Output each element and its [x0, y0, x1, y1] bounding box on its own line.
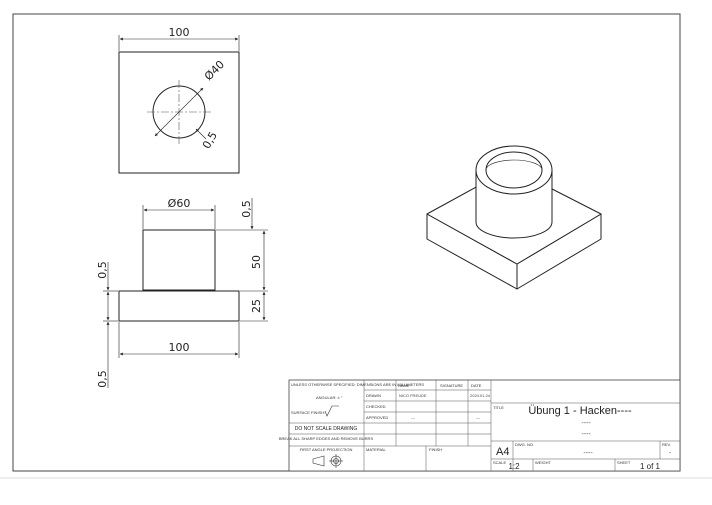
size-value: A4: [496, 446, 509, 458]
title-block: UNLESS OTHERWISE SPECIFIED: DIMENSIONS A…: [279, 379, 681, 472]
cyl-height-label: 50: [250, 255, 263, 269]
rev-value: -: [669, 450, 672, 457]
angular-note: ANGULAR: ± °: [316, 395, 343, 400]
col-signature-header: SIGNATURE: [440, 383, 463, 388]
material-label: MATERIAL: [366, 447, 386, 452]
cyl-diameter-label: Ø60: [168, 197, 191, 210]
front-view-square: [118, 51, 240, 174]
drawn-date-value: 2024.01.24: [470, 393, 491, 398]
rev-label: REV.: [662, 442, 671, 447]
side-base: [118, 290, 240, 322]
row-checked-label: CHECKED: [366, 404, 386, 409]
front-width-label: 100: [169, 26, 190, 39]
row-approved-label: APPROVED: [366, 415, 388, 420]
hole-offset-label: 0,5: [200, 129, 220, 151]
title-line-2: ----: [581, 420, 591, 427]
left-offset-label: 0,5: [96, 261, 109, 279]
iso-bore-inner: [485, 159, 543, 171]
sheet-value: 1 of 1: [640, 462, 661, 471]
scale-value: 1:2: [508, 462, 520, 471]
title-line-3: ----: [581, 431, 591, 438]
sheet-label: SHEET: [617, 460, 631, 465]
title-value: Übung 1 - Hacken----: [528, 405, 632, 417]
top-offset-label: 0,5: [240, 200, 253, 218]
hole-diameter-leader: [154, 87, 204, 137]
weight-label: WEIGHT: [535, 460, 552, 465]
tolerance-note: UNLESS OTHERWISE SPECIFIED: DIMENSIONS A…: [291, 382, 424, 387]
front-view: 100 Ø40 0,5: [118, 26, 240, 174]
approved-name-value: ---: [411, 415, 416, 420]
col-date-header: DATE: [471, 383, 482, 388]
break-edges-note: BREAK ALL SHARP EDGES AND REMOVE BURRS: [279, 436, 374, 441]
do-not-scale-label: DO NOT SCALE DRAWING: [295, 426, 358, 432]
finish-label: FINISH: [429, 447, 442, 452]
projection-label: FIRST ANGLE PROJECTION: [300, 447, 353, 452]
scale-label: SCALE: [493, 460, 506, 465]
iso-cylinder-top: [475, 145, 553, 195]
surface-finish-label: SURFACE FINISH:: [291, 410, 325, 415]
side-view: Ø60 0,5 50 25 0,5 100 0,5: [96, 197, 268, 388]
base-width-label: 100: [169, 341, 190, 354]
title-field-label: TITLE: [493, 405, 504, 410]
row-drawn-label: DRAWN: [366, 393, 381, 398]
bottom-offset-label: 0,5: [96, 370, 109, 388]
side-cylinder: [142, 229, 216, 291]
hole-offset-leader: [195, 128, 207, 140]
hole-diameter-label: Ø40: [202, 58, 227, 83]
projection-symbol-icon: [312, 454, 343, 468]
isometric-view: [426, 145, 602, 290]
drawn-name-value: NICO FREUDE: [399, 393, 427, 398]
dwg-no-label: DWG. NO.: [515, 442, 534, 447]
col-name-header: NAME: [398, 383, 410, 388]
title-block-frame: [288, 379, 681, 472]
surface-finish-icon: [324, 405, 339, 417]
dwg-no-value: ----: [583, 450, 593, 457]
approved-date-value: ---: [476, 415, 481, 420]
base-height-label: 25: [250, 299, 263, 313]
